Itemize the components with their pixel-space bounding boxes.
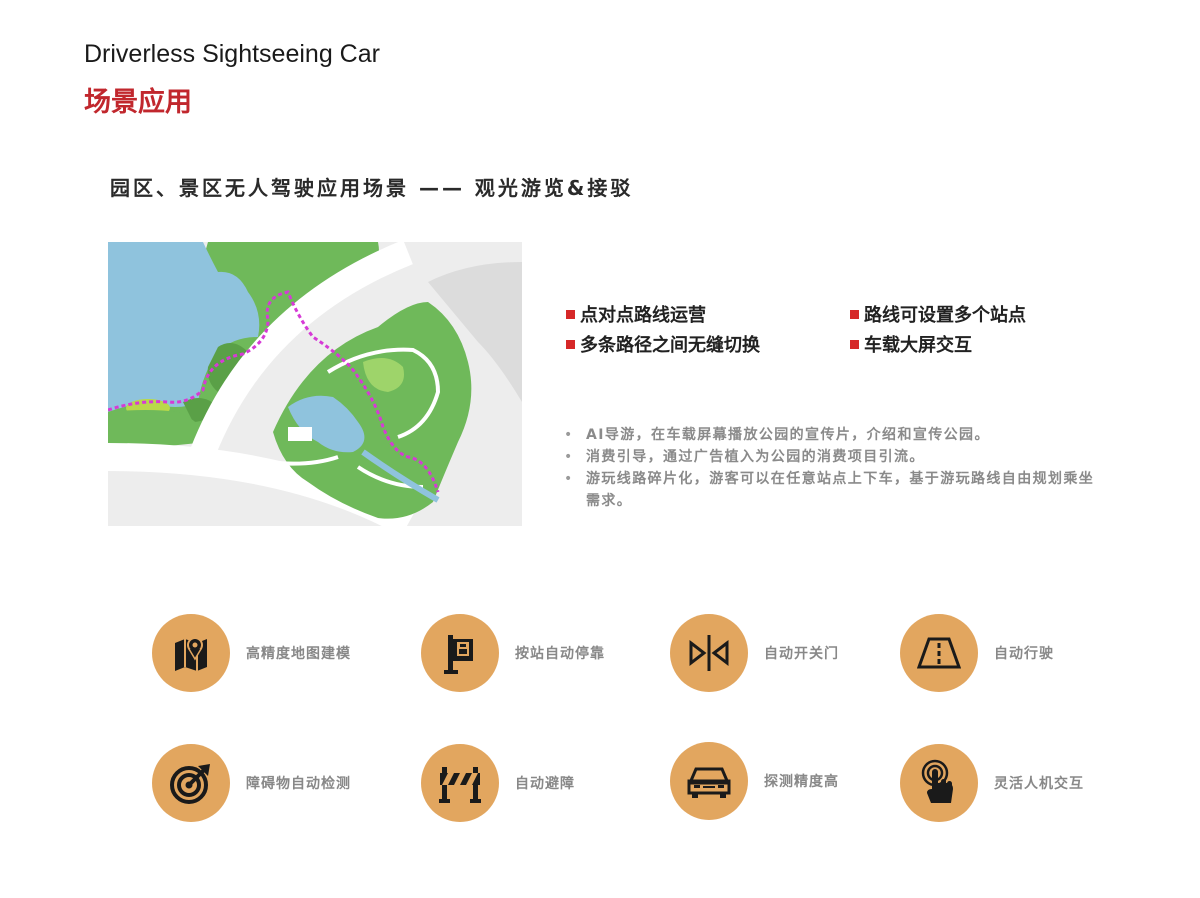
description-item: • 游玩线路碎片化，游客可以在任意站点上下车，基于游玩路线自由规划乘坐需求。 [562, 468, 1102, 512]
feature-label: 路线可设置多个站点 [864, 305, 1026, 326]
capability-item-avoid: 自动避障 [421, 744, 575, 822]
description-item: • AI导游，在车载屏幕播放公园的宣传片，介绍和宣传公园。 [562, 424, 1102, 446]
bullet-square-icon [566, 309, 575, 319]
road-icon [900, 614, 978, 692]
feature-list: 点对点路线运营 路线可设置多个站点 多条路径之间无缝切换 车载大屏交互 [566, 302, 1126, 356]
feature-item: 路线可设置多个站点 [850, 302, 1110, 326]
capability-label: 按站自动停靠 [515, 646, 605, 662]
car-icon [670, 742, 748, 820]
capability-label: 自动行驶 [994, 646, 1054, 662]
feature-item: 多条路径之间无缝切换 [566, 332, 850, 356]
bullet-dot: • [564, 449, 574, 465]
bullet-dot: • [564, 427, 574, 443]
section-heading: 园区、景区无人驾驶应用场景 —— 观光游览&接驳 [110, 176, 634, 200]
capability-item-door: 自动开关门 [670, 614, 839, 692]
capability-item-map: 高精度地图建模 [152, 614, 351, 692]
target-detect-icon [152, 744, 230, 822]
feature-item: 车载大屏交互 [850, 332, 1110, 356]
map-pin-icon [152, 614, 230, 692]
bullet-square-icon [850, 309, 859, 319]
bullet-dot: • [564, 471, 574, 487]
barrier-icon [421, 744, 499, 822]
capability-label: 高精度地图建模 [246, 646, 351, 662]
capability-label: 自动避障 [515, 776, 575, 792]
description-item: • 消费引导，通过广告植入为公园的消费项目引流。 [562, 446, 1102, 468]
description-text: 消费引导，通过广告植入为公园的消费项目引流。 [586, 449, 925, 465]
feature-label: 多条路径之间无缝切换 [580, 335, 760, 356]
capability-item-obstacle-detect: 障碍物自动检测 [152, 744, 351, 822]
bullet-square-icon [850, 339, 859, 349]
page-title-en: Driverless Sightseeing Car [84, 40, 380, 68]
feature-label: 车载大屏交互 [864, 335, 972, 356]
description-text: AI导游，在车载屏幕播放公园的宣传片，介绍和宣传公园。 [586, 427, 990, 443]
capability-item-bus-stop: 按站自动停靠 [421, 614, 605, 692]
bullet-square-icon [566, 339, 575, 349]
capability-item-drive: 自动行驶 [900, 614, 1054, 692]
touch-icon [900, 744, 978, 822]
capability-item-interaction: 灵活人机交互 [900, 744, 1084, 822]
description-list: • AI导游，在车载屏幕播放公园的宣传片，介绍和宣传公园。 • 消费引导，通过广… [562, 424, 1102, 512]
feature-item: 点对点路线运营 [566, 302, 850, 326]
description-text: 游玩线路碎片化，游客可以在任意站点上下车，基于游玩路线自由规划乘坐需求。 [586, 471, 1095, 509]
door-open-icon [670, 614, 748, 692]
capability-label: 自动开关门 [764, 646, 839, 662]
park-map-image [108, 242, 522, 526]
capability-label: 障碍物自动检测 [246, 776, 351, 792]
feature-label: 点对点路线运营 [580, 305, 706, 326]
capability-label: 灵活人机交互 [994, 776, 1084, 792]
bus-stop-icon [421, 614, 499, 692]
page-title-cn: 场景应用 [84, 87, 192, 118]
capability-item-precision: 探测精度高 [670, 742, 839, 820]
capability-label: 探测精度高 [764, 774, 839, 790]
